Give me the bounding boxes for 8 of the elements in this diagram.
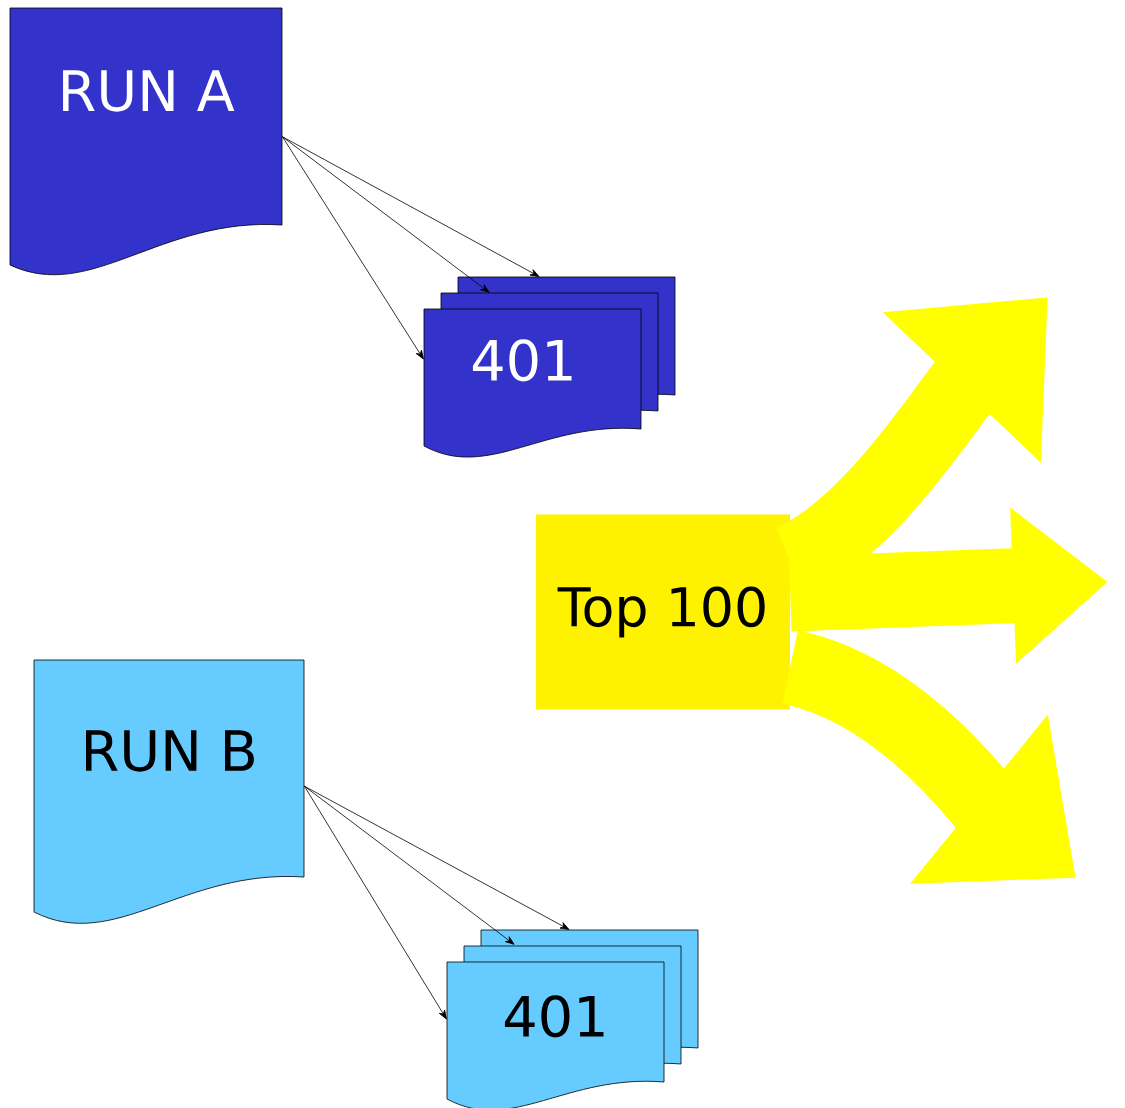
document-stack: 401 [446, 929, 699, 1108]
arrow [304, 785, 570, 930]
arrow [282, 136, 424, 360]
arrow [304, 785, 447, 1020]
arrow [282, 136, 490, 293]
arrow [304, 785, 515, 945]
arrow-base: Top 100 [536, 514, 790, 710]
document-stack: 401 [423, 276, 676, 458]
